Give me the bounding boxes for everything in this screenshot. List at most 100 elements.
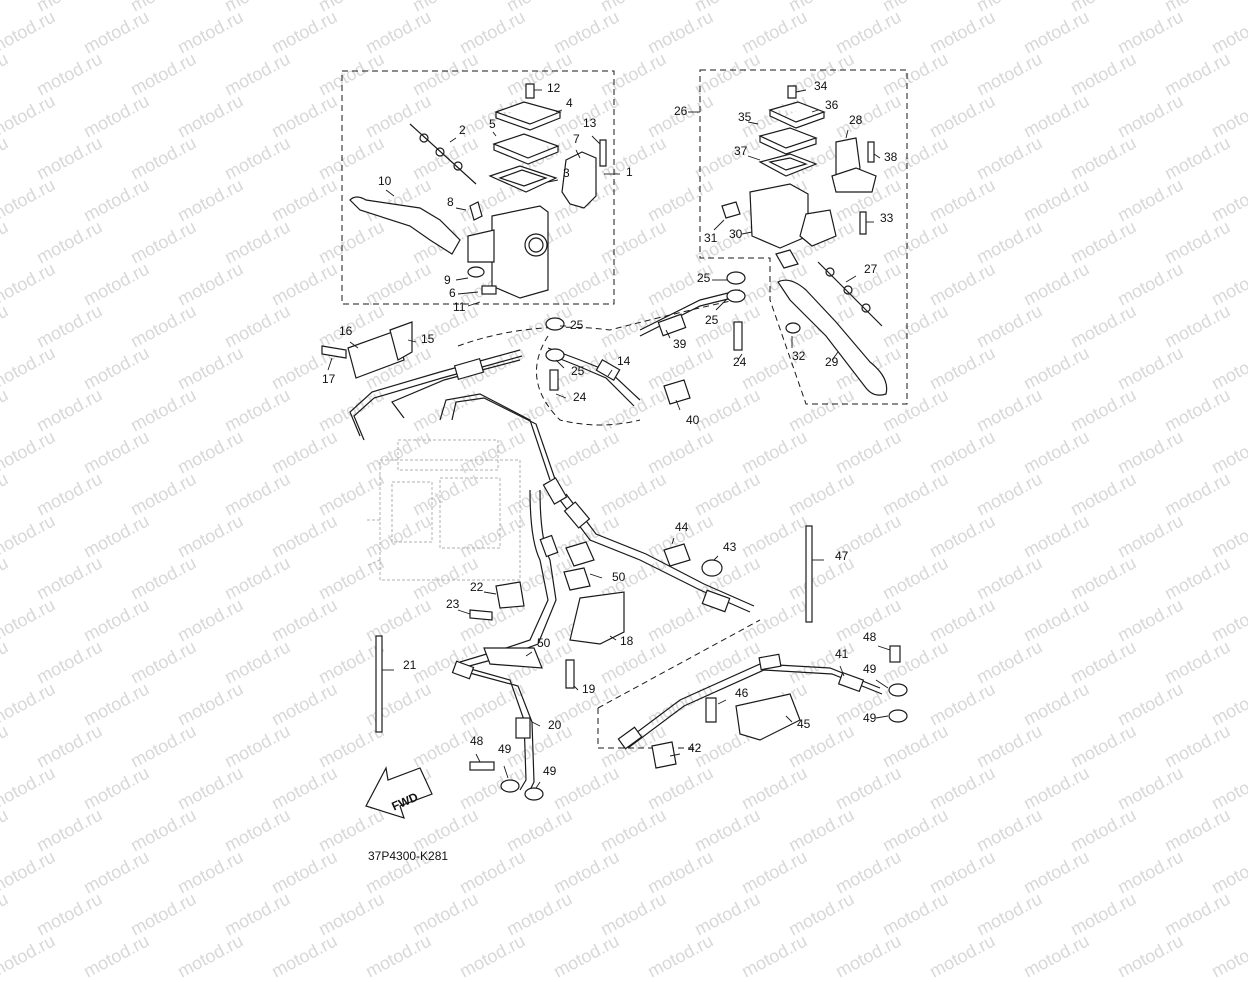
- part-number-label: 19: [582, 682, 596, 696]
- leader-line: [573, 685, 579, 691]
- leader-line: [547, 179, 559, 183]
- leader-line: [839, 665, 845, 677]
- part-number-label: 38: [884, 150, 898, 164]
- left-master-cylinder: [349, 83, 607, 299]
- right-master-cylinder-group-box: [699, 69, 908, 405]
- watermark-text: motod.ru: [174, 930, 247, 982]
- leader-line: [591, 135, 601, 145]
- left-master-cylinder-group-box: [341, 70, 615, 305]
- part-number-label: 50: [612, 570, 626, 584]
- leader-line: [457, 609, 471, 615]
- part-number-label: 39: [673, 337, 687, 351]
- leader-line: [747, 121, 759, 125]
- part-number-label: 30: [729, 227, 743, 241]
- leader-line: [525, 651, 533, 657]
- leader-line: [349, 341, 359, 349]
- leader-line: [831, 351, 839, 361]
- part-number-label: 11: [453, 300, 466, 314]
- part-number-label: 32: [792, 349, 806, 363]
- part-number-label: 23: [446, 597, 460, 611]
- part-number-label: 48: [470, 734, 484, 748]
- part-number-label: 49: [863, 662, 877, 676]
- part-number-label: 33: [880, 211, 894, 225]
- part-number-label: 3: [563, 166, 570, 180]
- leader-line: [555, 359, 565, 369]
- part-number-label: 49: [498, 742, 512, 756]
- leader-line: [785, 715, 793, 723]
- leader-line: [747, 155, 761, 161]
- brake-system-drawing: FWD 37P4300-K281 12345678910111213141516…: [321, 69, 908, 863]
- part-number-label: 25: [705, 313, 719, 327]
- part-number-label: 24: [733, 355, 747, 369]
- part-number-label: 1: [626, 165, 633, 179]
- leader-line: [483, 591, 497, 595]
- watermark-text: motod.ru: [80, 930, 153, 982]
- engine-ghost-outline: [365, 439, 521, 581]
- watermark-text: motod.ru: [1114, 930, 1187, 982]
- leader-line: [455, 277, 469, 281]
- part-number-label: 35: [738, 110, 752, 124]
- part-number-label: 25: [571, 364, 585, 378]
- brake-hoses: [349, 289, 883, 795]
- leader-line: [492, 131, 497, 137]
- leader-line: [715, 297, 729, 311]
- part-number-label: 26: [674, 104, 688, 118]
- leader-line: [455, 207, 467, 211]
- part-number-label: 34: [814, 79, 828, 93]
- part-number-label: 49: [863, 711, 877, 725]
- leader-line: [385, 189, 395, 197]
- part-number-label: 31: [704, 231, 718, 245]
- leader-line: [407, 339, 417, 343]
- watermark-text: motod.ru: [456, 930, 529, 982]
- part-number-label: 42: [688, 741, 702, 755]
- watermark-text: motod.ru: [550, 930, 623, 982]
- part-number-label: 36: [825, 98, 839, 112]
- part-number-label: 18: [620, 634, 634, 648]
- part-number-label: 29: [825, 355, 839, 369]
- part-number-label: 20: [548, 718, 562, 732]
- leader-line: [875, 715, 889, 719]
- leader-line: [811, 109, 819, 113]
- part-number-label: 24: [573, 390, 587, 404]
- leader-line: [737, 353, 743, 361]
- leader-line: [845, 129, 849, 139]
- leader-line: [741, 231, 753, 235]
- leader-line: [555, 393, 567, 399]
- leader-line: [327, 357, 333, 371]
- leader-line: [665, 329, 671, 339]
- part-number-label: 28: [849, 113, 863, 127]
- part-number-label: 22: [470, 580, 484, 594]
- part-number-label: 25: [697, 271, 711, 285]
- leader-line: [609, 635, 617, 641]
- leader-line: [503, 765, 509, 779]
- part-number-label: 2: [459, 123, 466, 137]
- part-number-label: 8: [447, 195, 454, 209]
- part-number-label: 43: [723, 540, 737, 554]
- leader-line: [877, 645, 891, 651]
- leader-line: [845, 275, 857, 283]
- part-number-label: 25: [570, 318, 584, 332]
- leader-line: [555, 109, 563, 113]
- part-number-label: 21: [403, 658, 417, 672]
- forward-direction-arrow: FWD: [365, 766, 433, 819]
- small-parts: [321, 271, 908, 801]
- part-number-label: 40: [686, 413, 700, 427]
- leader-line: [575, 149, 581, 159]
- watermark-text: motod.ru: [1020, 930, 1093, 982]
- hose-routing-outline: [457, 299, 736, 347]
- part-number-label: 50: [537, 636, 551, 650]
- leader-line: [675, 399, 681, 411]
- part-number-label: 5: [489, 117, 496, 131]
- leader-line: [713, 219, 725, 231]
- part-number-label: 16: [339, 324, 353, 338]
- leader-line: [531, 721, 541, 727]
- watermark-text: motod.ru: [362, 930, 435, 982]
- part-number-label: 6: [449, 286, 456, 300]
- leader-line: [535, 781, 541, 789]
- part-number-label: 13: [583, 116, 597, 130]
- leader-line: [669, 753, 681, 757]
- part-number-label: 46: [735, 686, 749, 700]
- part-number-label: 12: [547, 81, 561, 95]
- leader-line: [671, 537, 675, 545]
